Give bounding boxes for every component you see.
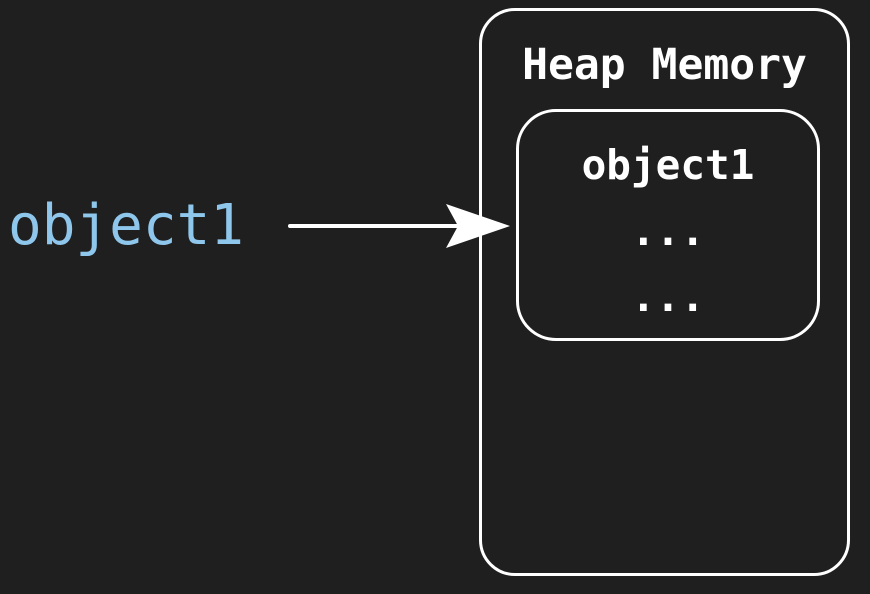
reference-arrow bbox=[288, 204, 510, 248]
heap-memory-box: Heap Memory bbox=[479, 8, 850, 576]
object-name: object1 bbox=[581, 141, 755, 189]
object-field: ... bbox=[630, 273, 706, 321]
object-box: object1 ... ... bbox=[516, 109, 820, 341]
variable-label: object1 bbox=[8, 193, 245, 258]
object-field: ... bbox=[630, 207, 706, 255]
heap-memory-title: Heap Memory bbox=[522, 40, 807, 90]
